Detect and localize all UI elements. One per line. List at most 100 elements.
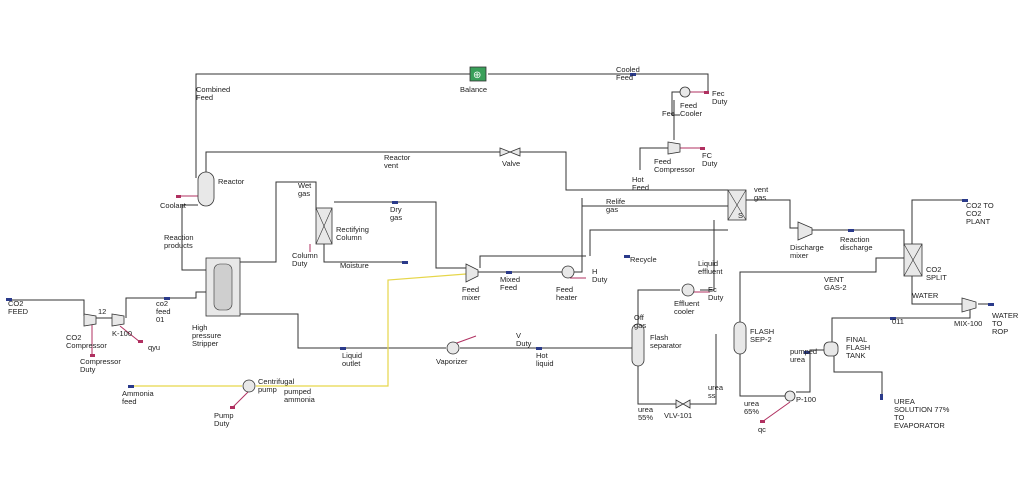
stream-end-marker bbox=[630, 73, 636, 76]
flash-sep-2-icon[interactable] bbox=[733, 321, 747, 355]
label-water-to-rop: WATER TO ROP bbox=[992, 311, 1019, 336]
stream-end-marker bbox=[506, 271, 512, 274]
feed-heater-icon[interactable] bbox=[561, 265, 575, 279]
label-flash-sep-2: FLASH SEP-2 bbox=[750, 327, 775, 344]
feed-cooler-icon[interactable] bbox=[679, 86, 691, 98]
stream-end-marker bbox=[880, 394, 883, 400]
stream-vlv-out[interactable] bbox=[690, 334, 717, 405]
centrifugal-pump-icon[interactable] bbox=[242, 379, 256, 393]
effluent-cooler-icon[interactable] bbox=[681, 283, 695, 297]
energy-end-marker bbox=[176, 195, 181, 198]
energy-end-marker bbox=[760, 420, 765, 423]
reactor-icon[interactable] bbox=[197, 171, 215, 207]
svg-text:⊕: ⊕ bbox=[473, 70, 481, 81]
label-pump-duty: Pump Duty bbox=[214, 411, 234, 428]
label-off-gas: Off gas bbox=[634, 313, 647, 330]
label-dry-gas: Dry gas bbox=[390, 205, 403, 222]
stream-pumped-urea[interactable] bbox=[796, 349, 824, 393]
stripper-core bbox=[213, 263, 233, 311]
stream-co2-feed-01[interactable] bbox=[125, 291, 206, 318]
energy-pump-duty[interactable] bbox=[231, 391, 249, 409]
stream-reaction-discharge[interactable] bbox=[812, 229, 905, 246]
label-coolant: Coolant bbox=[160, 201, 186, 210]
stream-urea-65[interactable] bbox=[739, 352, 786, 397]
mix-100-icon[interactable] bbox=[961, 297, 977, 313]
label-vaporizer: Vaporizer bbox=[436, 357, 468, 366]
stream-end-marker bbox=[890, 317, 896, 320]
label-hot-liquid: Hot liquid bbox=[536, 351, 554, 368]
stream-co2-to-plant[interactable] bbox=[911, 199, 964, 244]
energy-end-marker bbox=[138, 340, 143, 343]
stream-hot-feed[interactable] bbox=[639, 147, 668, 170]
p-100-icon[interactable] bbox=[784, 390, 796, 402]
label-discharge-mixer: Discharge mixer bbox=[790, 243, 824, 260]
stream-wet-gas[interactable] bbox=[238, 181, 317, 263]
stream-urea-solution[interactable] bbox=[833, 356, 883, 396]
label-urea-ss: urea ss bbox=[708, 383, 724, 400]
stream-vent-gas[interactable] bbox=[746, 199, 798, 229]
stream-water[interactable] bbox=[911, 276, 962, 305]
label-balance: Balance bbox=[460, 85, 488, 94]
energy-qc[interactable] bbox=[761, 401, 791, 423]
stream-stripper-bottom[interactable] bbox=[238, 313, 446, 349]
vlv-101-icon[interactable] bbox=[675, 399, 684, 409]
stream-reactor-vent[interactable] bbox=[205, 151, 500, 175]
stream-liquid-effluent[interactable] bbox=[700, 220, 715, 291]
stream-011[interactable] bbox=[831, 310, 971, 346]
stream-feed-heater-out[interactable] bbox=[574, 198, 583, 273]
discharge-mixer-icon[interactable] bbox=[797, 221, 813, 241]
balance-icon[interactable] bbox=[469, 66, 487, 82]
label-cooled-feed: Cooled Feed bbox=[616, 65, 640, 82]
stream-off-gas[interactable] bbox=[637, 289, 680, 324]
label-h-duty: H Duty bbox=[592, 267, 608, 284]
label-compressor-duty: Compressor Duty bbox=[80, 357, 121, 374]
stream-co2-feed[interactable] bbox=[12, 299, 85, 316]
stream-end-marker bbox=[804, 351, 810, 354]
stream-moisture[interactable] bbox=[323, 244, 402, 263]
energy-end-marker bbox=[230, 406, 235, 409]
energy-v-duty[interactable] bbox=[453, 335, 477, 345]
feed-mixer-icon[interactable] bbox=[465, 263, 479, 283]
label-liquid-effluent: Liquid effluent bbox=[698, 259, 723, 276]
stream-fee[interactable] bbox=[671, 91, 682, 116]
stream-end-marker bbox=[848, 229, 854, 232]
label-co2-feed: CO2 FEED bbox=[8, 299, 29, 316]
stream-recycle[interactable] bbox=[589, 229, 728, 256]
valve-icon[interactable] bbox=[499, 147, 512, 157]
co2-compressor-icon[interactable] bbox=[83, 313, 97, 327]
label-high-pressure-stripper: High pressure Stripper bbox=[192, 323, 222, 348]
stream-vent-gas-2[interactable] bbox=[739, 257, 904, 330]
vaporizer-icon[interactable] bbox=[446, 341, 460, 355]
label-liquid-outlet: Liquid outlet bbox=[342, 351, 363, 368]
label-valve: Valve bbox=[502, 159, 521, 168]
energy-qyu[interactable] bbox=[119, 325, 141, 343]
k-100-icon[interactable] bbox=[111, 313, 125, 327]
label-co2-feed-01: co2 feed 01 bbox=[156, 299, 171, 324]
stream-valve-out[interactable] bbox=[520, 151, 728, 191]
label-vlv-101: VLV-101 bbox=[664, 411, 693, 420]
flash-separator-icon[interactable] bbox=[631, 323, 645, 367]
stream-end-marker bbox=[624, 255, 630, 258]
stream-reaction-products[interactable] bbox=[181, 204, 206, 271]
stream-combined-feed[interactable] bbox=[195, 73, 470, 178]
label-vent-gas: vent gas bbox=[754, 185, 769, 202]
feed-compressor-icon[interactable] bbox=[667, 141, 681, 155]
label-rectifying-column: Rectifying Column bbox=[336, 225, 369, 242]
valve-icon-right bbox=[508, 147, 521, 157]
label-fec-duty: Fec Duty bbox=[712, 89, 728, 106]
stream-dry-gas[interactable] bbox=[334, 201, 466, 269]
final-flash-tank-icon[interactable] bbox=[823, 341, 839, 357]
stream-pumped-ammonia[interactable] bbox=[256, 273, 467, 387]
label-urea-solution: UREA SOLUTION 77% TO EVAPORATOR bbox=[894, 397, 950, 430]
stream-cooled-feed[interactable] bbox=[488, 73, 709, 93]
label-ec-duty: Ec Duty bbox=[708, 285, 724, 302]
stream-urea-55[interactable] bbox=[637, 366, 676, 405]
label-combined-feed: Combined Feed bbox=[196, 85, 231, 102]
label-co2-to-plant: CO2 TO CO2 PLANT bbox=[966, 201, 994, 226]
energy-end-marker bbox=[704, 91, 709, 94]
label-mixed-feed: Mixed Feed bbox=[500, 275, 521, 292]
stream-recycle-left[interactable] bbox=[479, 255, 586, 268]
stream-end-marker bbox=[402, 261, 408, 264]
label-relife-gas: Relife gas bbox=[606, 197, 626, 214]
